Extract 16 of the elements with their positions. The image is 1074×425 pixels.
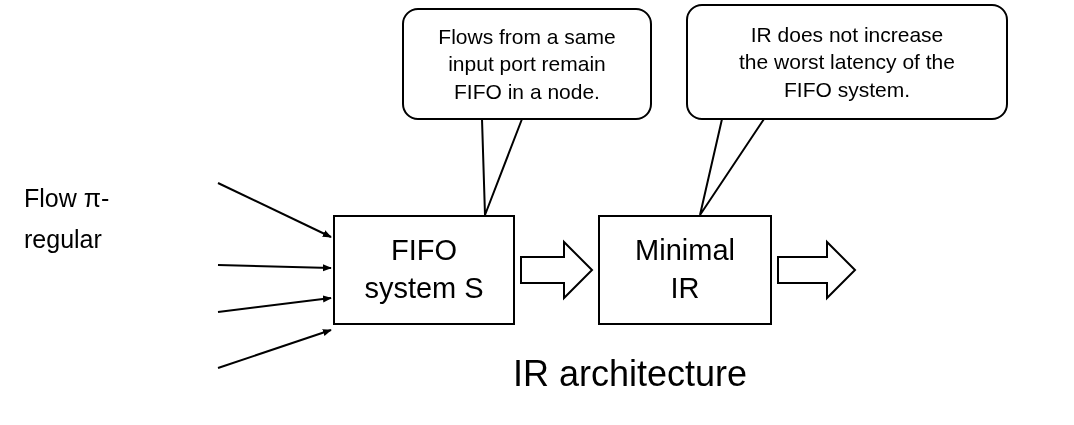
callout-tail [480, 118, 523, 216]
arrow [217, 182, 332, 238]
node-text: Flows from a same input port remain FIFO in a node. [437, 24, 617, 105]
node-text: IR does not increase the worst latency of the FIFO system. [738, 22, 956, 103]
node-text: Minimal IR [634, 233, 736, 306]
node-text: FIFO system S [363, 233, 485, 306]
block-arrow [520, 239, 594, 301]
process-box [333, 215, 515, 325]
block-arrow [777, 239, 857, 301]
diagram-caption: IR architecture [511, 352, 749, 396]
speech-bubble [402, 8, 652, 120]
arrow [217, 329, 332, 369]
arrow [217, 295, 332, 313]
arrow [217, 264, 332, 272]
callout-tail [699, 118, 765, 216]
input-label: Flow π-regular [24, 183, 111, 256]
